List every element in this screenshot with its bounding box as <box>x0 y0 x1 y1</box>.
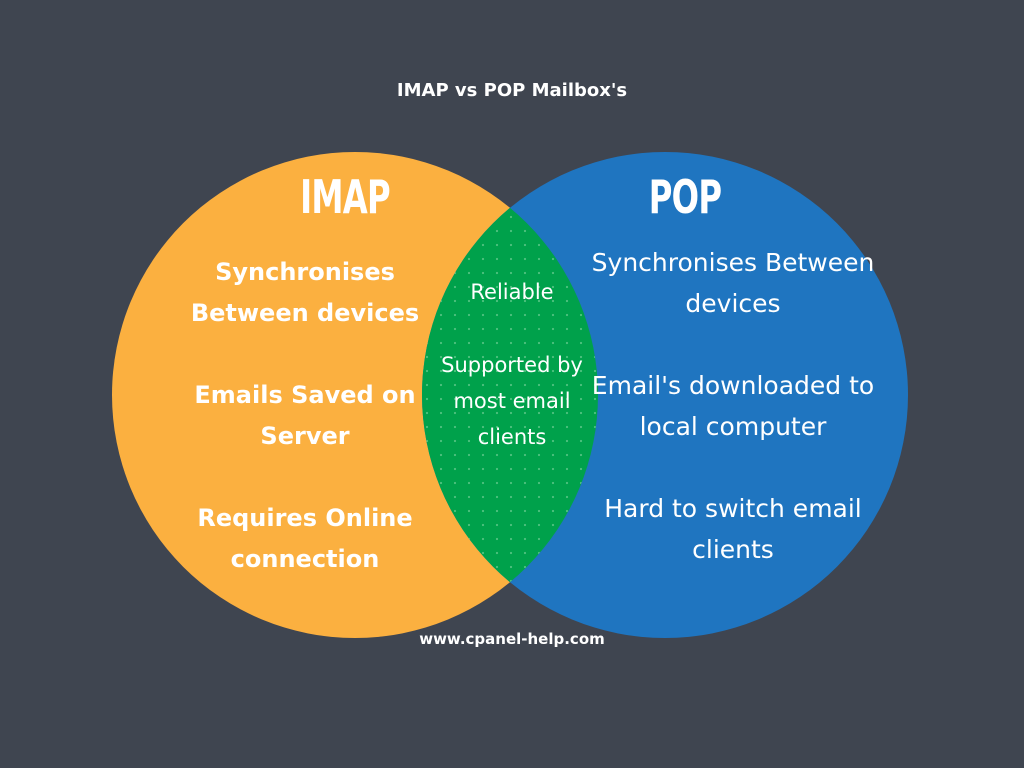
imap-item-synchronises: Synchronises Between devices <box>190 258 420 327</box>
imap-item-requires-online: Requires Online connection <box>197 504 413 573</box>
imap-title: IMAP <box>300 170 390 224</box>
pop-item-emails-downloaded: Email's downloaded to local computer <box>591 371 875 441</box>
overlap-region <box>422 152 598 638</box>
pop-title: POP <box>648 170 722 224</box>
both-item-reliable: Reliable <box>470 280 554 304</box>
pop-item-hard-to-switch: Hard to switch email clients <box>604 494 862 564</box>
imap-item-emails-saved: Emails Saved on Server <box>194 381 416 450</box>
both-item-supported: Supported by most email clients <box>441 353 583 449</box>
footer-url: www.cpanel-help.com <box>419 630 605 648</box>
diagram-title: IMAP vs POP Mailbox's <box>396 80 628 101</box>
pop-item-synchronises: Synchronises Between devices <box>591 248 875 318</box>
